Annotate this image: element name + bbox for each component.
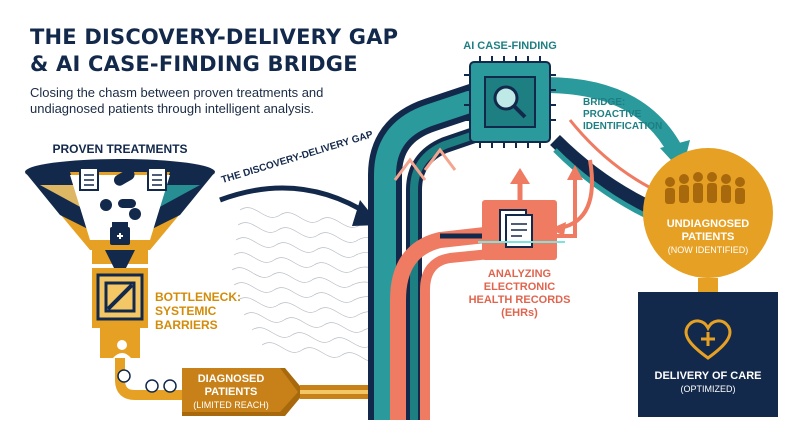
funnel-label: PROVEN TREATMENTS <box>52 142 188 156</box>
bottleneck-label: BOTTLENECK: SYSTEMIC BARRIERS <box>155 290 241 332</box>
coral-flow <box>390 159 594 420</box>
care-label: DELIVERY OF CARE (OPTIMIZED) <box>640 370 776 396</box>
magnifier-icon <box>493 85 527 119</box>
ehr-label-line3: HEALTH RECORDS <box>468 294 571 306</box>
care-sublabel: (OPTIMIZED) <box>680 384 736 394</box>
diagnosed-label-line1: DIAGNOSED <box>197 373 265 385</box>
care-box <box>638 292 778 417</box>
care-label-line1: DELIVERY OF CARE <box>654 370 762 382</box>
undiagnosed-sublabel: (NOW IDENTIFIED) <box>667 245 749 255</box>
bottleneck-pipe <box>92 268 185 400</box>
pill-icon <box>100 199 141 220</box>
ehr-box <box>478 200 565 260</box>
ai-label: AI CASE-FINDING <box>463 40 557 52</box>
undiagnosed-label: UNDIAGNOSED PATIENTS (NOW IDENTIFIED) <box>650 218 766 257</box>
diagnosed-label: DIAGNOSED PATIENTS (LIMITED REACH) <box>182 373 280 412</box>
page-subtitle: Closing the chasm between proven treatme… <box>30 85 324 116</box>
bottleneck-label-line1: BOTTLENECK: <box>155 290 241 304</box>
page-title: THE DISCOVERY-DELIVERY GAP & AI CASE-FIN… <box>30 25 399 76</box>
medicine-bottle-icon <box>110 222 130 245</box>
undiagnosed-label-line2: PATIENTS <box>681 231 735 243</box>
bridge-label-line1: BRIDGE: <box>583 97 626 108</box>
bottleneck-label-line3: BARRIERS <box>155 318 218 332</box>
heart-plus-icon <box>684 319 732 360</box>
ehr-label-line1: ANALYZING <box>487 268 552 280</box>
bridge-label-line3: IDENTIFICATION <box>583 121 663 132</box>
document-icon <box>79 167 99 191</box>
ehr-label-line4: (EHRs) <box>501 307 538 319</box>
bottleneck-label-line2: SYSTEMIC <box>155 304 217 318</box>
ehr-label: ANALYZING ELECTRONIC HEALTH RECORDS (EHR… <box>452 268 587 320</box>
diagnosed-banner <box>182 368 305 416</box>
teal-bridge <box>368 83 483 420</box>
bridge-arc <box>544 77 690 223</box>
ehr-label-line2: ELECTRONIC <box>483 281 556 293</box>
pill-capsule-icon <box>113 169 135 186</box>
doctor-icon <box>113 340 131 358</box>
undiagnosed-circle <box>643 148 773 278</box>
bridge-label: BRIDGE: PROACTIVE IDENTIFICATION <box>583 97 693 133</box>
patient-icons <box>117 369 177 393</box>
bridge-label-line2: PROACTIVE <box>583 109 642 120</box>
people-group-icon <box>665 172 745 204</box>
document-icon-2 <box>147 167 167 191</box>
diagnosed-label-line2: PATIENTS <box>204 386 258 398</box>
diagnosed-sublabel: (LIMITED REACH) <box>193 400 269 410</box>
undiagnosed-label-line1: UNDIAGNOSED <box>666 218 750 230</box>
